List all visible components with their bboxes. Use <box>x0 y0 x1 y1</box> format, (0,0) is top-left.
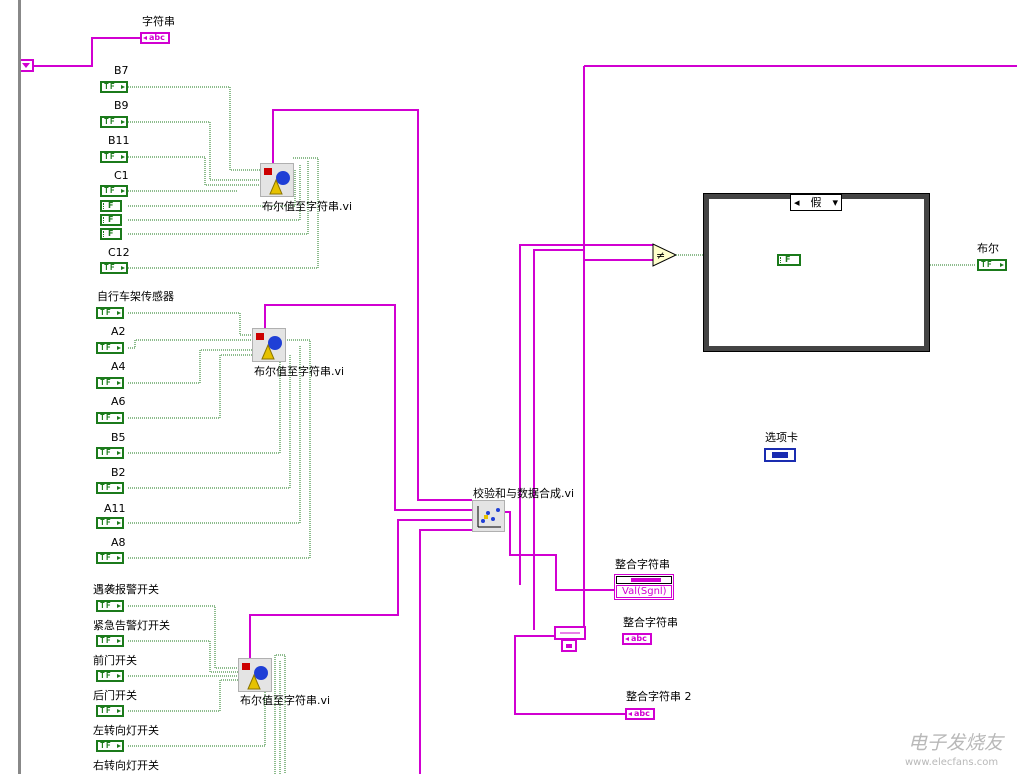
combined-string-terminal[interactable]: abc <box>622 633 652 645</box>
case-bool-constant[interactable]: F <box>777 254 801 266</box>
combined-string-2-label: 整合字符串 2 <box>626 690 692 703</box>
bool-label-b7: B7 <box>114 64 129 77</box>
bool-label-left-turn: 左转向灯开关 <box>93 724 159 737</box>
bool-terminal-left-turn[interactable]: TF <box>96 740 124 752</box>
bool-label-right-turn: 右转向灯开关 <box>93 759 159 772</box>
bool-terminal-c1[interactable]: TF <box>100 185 128 197</box>
bool-label-a6: A6 <box>111 395 126 408</box>
bool-label-bike-sensor: 自行车架传感器 <box>97 290 174 303</box>
case-selector-value: 假 <box>810 196 822 209</box>
bool-terminal-a6[interactable]: TF <box>96 412 124 424</box>
combined-string-label-2: 整合字符串 <box>623 616 678 629</box>
bool-terminal-b2[interactable]: TF <box>96 482 124 494</box>
concatenate-icon <box>554 626 586 652</box>
chevron-down-icon[interactable]: ▾ <box>832 196 838 209</box>
bool-label-a11: A11 <box>104 502 126 515</box>
bool-label-b5: B5 <box>111 431 126 444</box>
bool-label-a8: A8 <box>111 536 126 549</box>
watermark-url: www.elecfans.com <box>905 757 999 768</box>
bool-terminal-emergency-light[interactable]: TF <box>96 635 124 647</box>
string-control-label: 字符串 <box>142 15 175 28</box>
bool-label-c1: C1 <box>114 169 129 182</box>
bool-terminal-rear-door[interactable]: TF <box>96 705 124 717</box>
checksum-vi[interactable] <box>472 500 505 532</box>
tab-control-label: 选项卡 <box>765 431 798 444</box>
bool-to-string-vi-2[interactable] <box>252 328 286 362</box>
bool-label-b2: B2 <box>111 466 126 479</box>
bool-constant-3[interactable]: F <box>100 228 122 240</box>
bool-to-string-label-3: 布尔值至字符串.vi <box>240 694 331 707</box>
diagram-border <box>18 0 21 774</box>
vi-graph-icon <box>477 506 501 528</box>
string-control-terminal[interactable]: abc <box>140 32 170 44</box>
case-selector[interactable]: ◂ 假 ▾ <box>790 194 842 211</box>
not-equal-icon: ≠ <box>652 243 704 267</box>
watermark-text: 电子发烧友 <box>908 732 1004 754</box>
bool-label-emergency-light: 紧急告警灯开关 <box>93 619 170 632</box>
indicator-value: Val(Sgnl) <box>616 585 672 598</box>
vi-shapes-icon <box>264 168 290 195</box>
bool-label-b11: B11 <box>108 134 130 147</box>
bool-output-terminal[interactable]: TF <box>977 259 1007 271</box>
bool-terminal-a8[interactable]: TF <box>96 552 124 564</box>
bool-to-string-vi-1[interactable] <box>260 163 294 197</box>
bool-label-a2: A2 <box>111 325 126 338</box>
case-prev-icon[interactable]: ◂ <box>794 196 800 209</box>
bool-to-string-label-1: 布尔值至字符串.vi <box>262 200 353 213</box>
bool-terminal-b11[interactable]: TF <box>100 151 128 163</box>
bool-terminal-b5[interactable]: TF <box>96 447 124 459</box>
combined-string-label: 整合字符串 <box>615 558 670 571</box>
bool-label-front-door: 前门开关 <box>93 654 137 667</box>
bool-terminal-b7[interactable]: TF <box>100 81 128 93</box>
checksum-vi-label: 校验和与数据合成.vi <box>473 487 575 500</box>
bool-output-label: 布尔 <box>977 242 999 255</box>
bool-terminal-a4[interactable]: TF <box>96 377 124 389</box>
case-structure[interactable] <box>703 193 930 352</box>
string-input-terminal <box>18 59 34 72</box>
bool-terminal-bike-sensor[interactable]: TF <box>96 307 124 319</box>
bool-to-string-vi-3[interactable] <box>238 658 272 692</box>
svg-text:≠: ≠ <box>656 249 665 262</box>
bool-label-rear-door: 后门开关 <box>93 689 137 702</box>
bool-constant-2[interactable]: F <box>100 214 122 226</box>
bool-terminal-front-door[interactable]: TF <box>96 670 124 682</box>
combined-string-2-terminal[interactable]: abc <box>625 708 655 720</box>
bool-terminal-a11[interactable]: TF <box>96 517 124 529</box>
bool-label-c12: C12 <box>108 246 130 259</box>
bool-terminal-b9[interactable]: TF <box>100 116 128 128</box>
tab-control-terminal[interactable] <box>764 448 796 462</box>
bool-label-attack-alarm: 遇袭报警开关 <box>93 583 159 596</box>
indicator-bar <box>616 576 672 584</box>
vi-shapes-icon <box>256 333 282 360</box>
bool-terminal-attack-alarm[interactable]: TF <box>96 600 124 612</box>
combined-string-indicator[interactable]: Val(Sgnl) <box>614 574 674 600</box>
bool-label-a4: A4 <box>111 360 126 373</box>
bool-terminal-c12[interactable]: TF <box>100 262 128 274</box>
bool-terminal-a2[interactable]: TF <box>96 342 124 354</box>
vi-shapes-icon <box>242 663 268 690</box>
bool-label-b9: B9 <box>114 99 129 112</box>
bool-to-string-label-2: 布尔值至字符串.vi <box>254 365 345 378</box>
bool-constant-1[interactable]: F <box>100 200 122 212</box>
